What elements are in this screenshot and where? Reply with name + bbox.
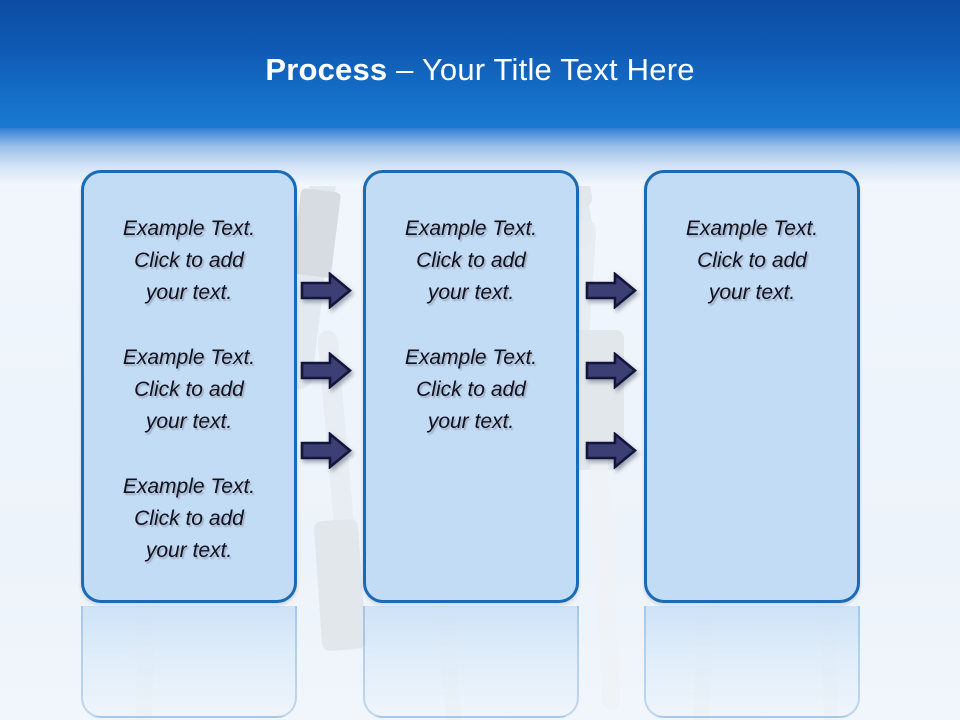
right-block-arrow-icon[interactable] — [585, 432, 637, 469]
stage-1-paragraph-3[interactable]: Example Text. Click to add your text. — [122, 475, 256, 562]
stage-3-paragraph-1[interactable]: Example Text. Click to add your text. — [685, 217, 819, 304]
right-block-arrow-icon[interactable] — [300, 352, 352, 389]
usb-plug — [290, 187, 342, 279]
cable-strand — [589, 449, 621, 711]
process-box-stage-1[interactable]: Example Text. Click to add your text. Ex… — [81, 170, 297, 603]
process-box-stage-3[interactable]: Example Text. Click to add your text. — [644, 170, 860, 603]
process-box-stage-2[interactable]: Example Text. Click to add your text. Ex… — [363, 170, 579, 603]
box-reflection — [644, 606, 860, 718]
stage-2-paragraph-1[interactable]: Example Text. Click to add your text. — [404, 217, 538, 304]
right-block-arrow-icon[interactable] — [585, 352, 637, 389]
box-reflection — [81, 606, 297, 718]
usb-connector — [313, 518, 367, 652]
page-title-bold: Process — [265, 52, 388, 87]
stage-2-paragraph-2[interactable]: Example Text. Click to add your text. — [404, 346, 538, 433]
right-block-arrow-icon[interactable] — [300, 432, 352, 469]
right-block-arrow-icon[interactable] — [585, 272, 637, 309]
page-title: Process – Your Title Text Here — [0, 52, 960, 88]
title-banner — [0, 0, 960, 128]
stage-1-paragraph-1[interactable]: Example Text. Click to add your text. — [122, 217, 256, 304]
stage-1-paragraph-2[interactable]: Example Text. Click to add your text. — [122, 346, 256, 433]
right-block-arrow-icon[interactable] — [300, 272, 352, 309]
page-title-rest: – Your Title Text Here — [387, 52, 695, 87]
box-reflection — [363, 606, 579, 718]
